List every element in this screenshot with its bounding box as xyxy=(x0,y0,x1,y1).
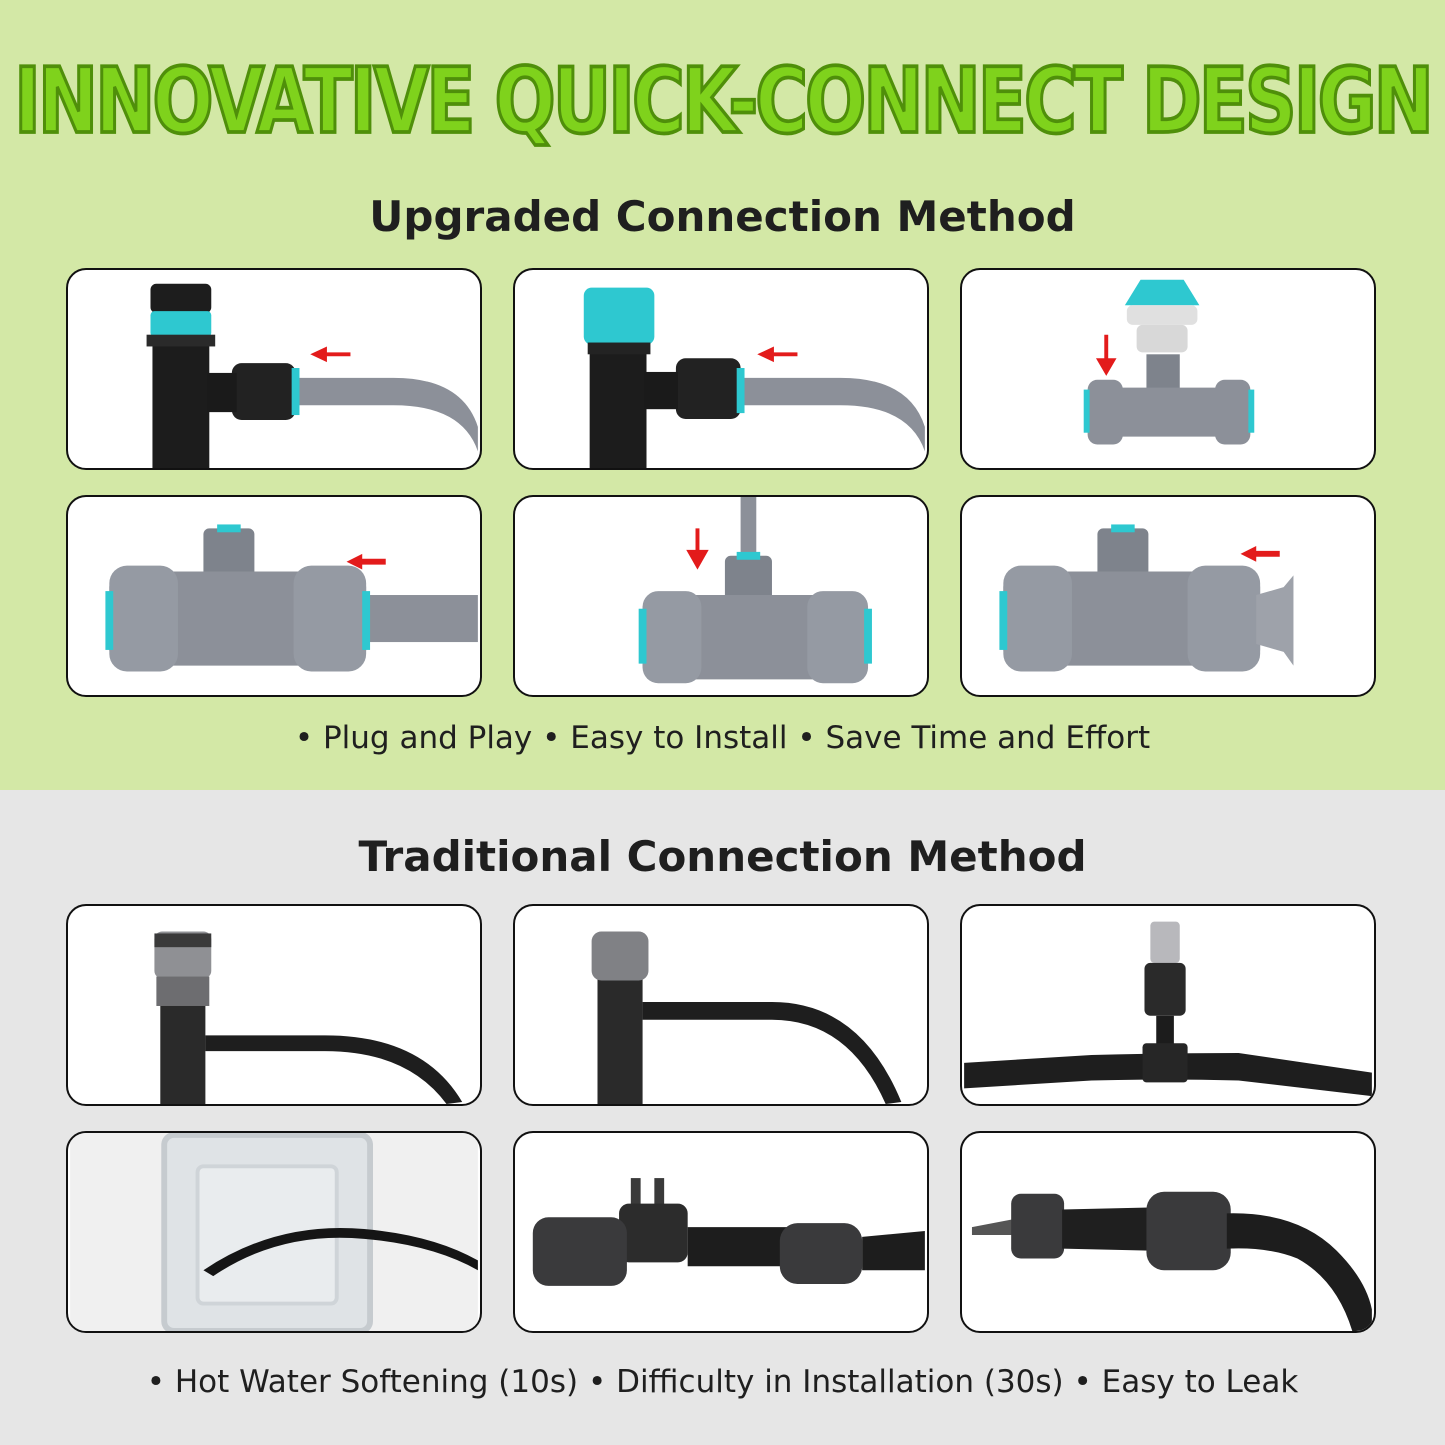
traditional-section xyxy=(0,790,1445,1445)
stake-nozzle-connect-icon xyxy=(583,287,925,468)
traditional-panel-6 xyxy=(960,1131,1376,1333)
tee-branch-insert-icon xyxy=(638,497,872,684)
tee-nozzle-insert-icon xyxy=(1083,279,1255,445)
tee-tube-insert-icon xyxy=(105,524,478,672)
traditional-panel-2 xyxy=(513,904,929,1106)
upgraded-panel-1 xyxy=(66,268,482,470)
upgraded-title: Upgraded Connection Method xyxy=(369,192,1076,241)
upgraded-panel-2 xyxy=(513,268,929,470)
upgraded-panel-4 xyxy=(66,495,482,697)
hot-water-bowl-icon xyxy=(70,1133,478,1331)
upgraded-panel-3 xyxy=(960,268,1376,470)
stake-barb-hose-icon xyxy=(591,931,902,1104)
headline: INNOVATIVE QUICK-CONNECT DESIGN xyxy=(13,46,1436,155)
tee-end-plug-icon xyxy=(999,524,1294,672)
end-plug-compression-icon xyxy=(971,1191,1372,1331)
stake-barb-hose-icon xyxy=(154,931,463,1104)
traditional-panel-4 xyxy=(66,1131,482,1333)
upgraded-caption: • Plug and Play • Easy to Install • Save… xyxy=(294,720,1151,756)
traditional-panel-3 xyxy=(960,904,1376,1106)
upgraded-panel-5 xyxy=(513,495,929,697)
stake-quick-connect-icon xyxy=(146,283,478,468)
traditional-panel-5 xyxy=(513,1131,929,1333)
upgraded-panel-6 xyxy=(960,495,1376,697)
traditional-title: Traditional Connection Method xyxy=(358,832,1087,881)
barb-tee-nozzle-icon xyxy=(964,921,1372,1097)
barb-tee-compression-icon xyxy=(532,1178,925,1286)
traditional-panel-1 xyxy=(66,904,482,1106)
traditional-caption: • Hot Water Softening (10s) • Difficulty… xyxy=(146,1364,1299,1400)
